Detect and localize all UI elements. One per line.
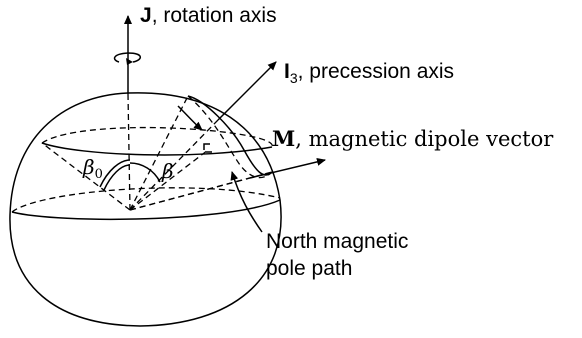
pole-path-label-line1: North magnetic [266,230,408,253]
right-angle-mark-icon [203,143,210,150]
beta0-angle-arc-2 [103,164,131,191]
upper-latitude-circle-front [41,142,273,156]
beta0-angle-arc [99,159,131,188]
precession-axis-symbol: I [284,60,290,83]
upper-latitude-circle-back [41,126,273,148]
rotation-axis-inner [127,93,131,211]
beta0-subscript: 0 [95,167,103,182]
pole-path-label-line2: pole path [266,257,352,280]
beta-label: β [161,159,174,183]
cone-edge-1 [129,95,189,211]
equator-front [11,199,281,221]
dipole-vector-label: M, magnetic dipole vector [272,126,554,151]
radius-line-left [41,142,131,211]
pole-path-circle-back [187,95,273,179]
rotation-axis-label: J, rotation axis [140,4,277,27]
beta0-label: β0 [82,155,103,182]
cone-edge-2 [129,171,273,211]
rotation-axis-text: , rotation axis [152,4,277,27]
sphere-outline [9,92,282,327]
precession-axis-outer [217,61,277,121]
dipole-vector-text: , magnetic dipole vector [295,127,554,151]
pole-path-arrow [177,105,203,131]
precession-axis-text: , precession axis [298,60,454,83]
rotation-axis-symbol: J [140,4,152,27]
pole-path-leader [230,171,263,233]
rotation-loop-icon [113,52,141,63]
dipole-vector-symbol: M [272,126,295,151]
precession-axis-subscript: 3 [290,70,298,86]
precession-axis-inner [129,119,219,211]
rotation-loop-arrowhead-icon [126,58,133,65]
precession-axis-label: I3, precession axis [284,60,454,86]
radius-line-to-pole [129,149,209,211]
beta-angle-arc [129,162,161,183]
pole-path-circle [187,95,273,176]
beta0-symbol: β [82,155,95,179]
